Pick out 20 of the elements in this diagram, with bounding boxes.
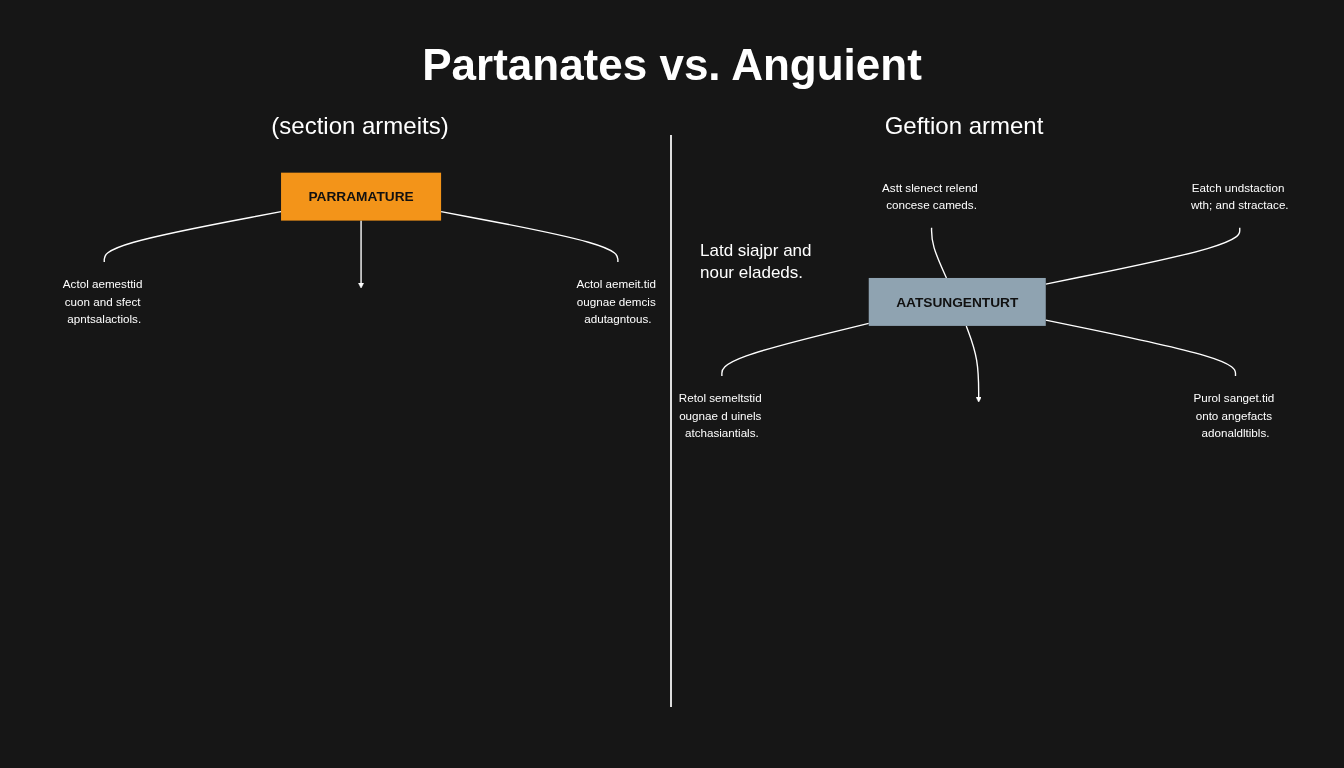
section-heading: Geftion arment — [883, 112, 1045, 140]
connector — [1045, 319, 1237, 377]
arrow — [358, 219, 365, 289]
node-text: Retol semeltstid ougnae d uinels atchasiantials. — [678, 391, 762, 440]
section-heading: (section armeits) — [270, 112, 450, 140]
node-box: AATSUNGENTURT — [868, 277, 1046, 326]
arrow — [965, 325, 982, 403]
node-text: Actol aemesttid cuon and sfect apntsalactiols. — [62, 277, 143, 326]
connector — [930, 227, 948, 279]
diagram-title: Partanates vs. Anguient — [421, 40, 923, 90]
note-text: Latd siajpr and nour eladeds. — [700, 240, 813, 285]
connector — [103, 211, 282, 263]
node-text: Eatch undstaction wth; and stractace. — [1190, 181, 1289, 212]
node-text: Actol aemeit.tid ougnae demcis adutagntous. — [576, 277, 657, 326]
node-text: Astt slenect relend concese cameds. — [882, 181, 978, 212]
node-box: PARRAMATURE — [281, 172, 442, 221]
connector — [440, 211, 619, 263]
connector — [721, 322, 870, 377]
node-text: Purol sanget.tid onto angefacts adonaldltibls. — [1193, 391, 1275, 440]
connector — [1045, 227, 1241, 285]
